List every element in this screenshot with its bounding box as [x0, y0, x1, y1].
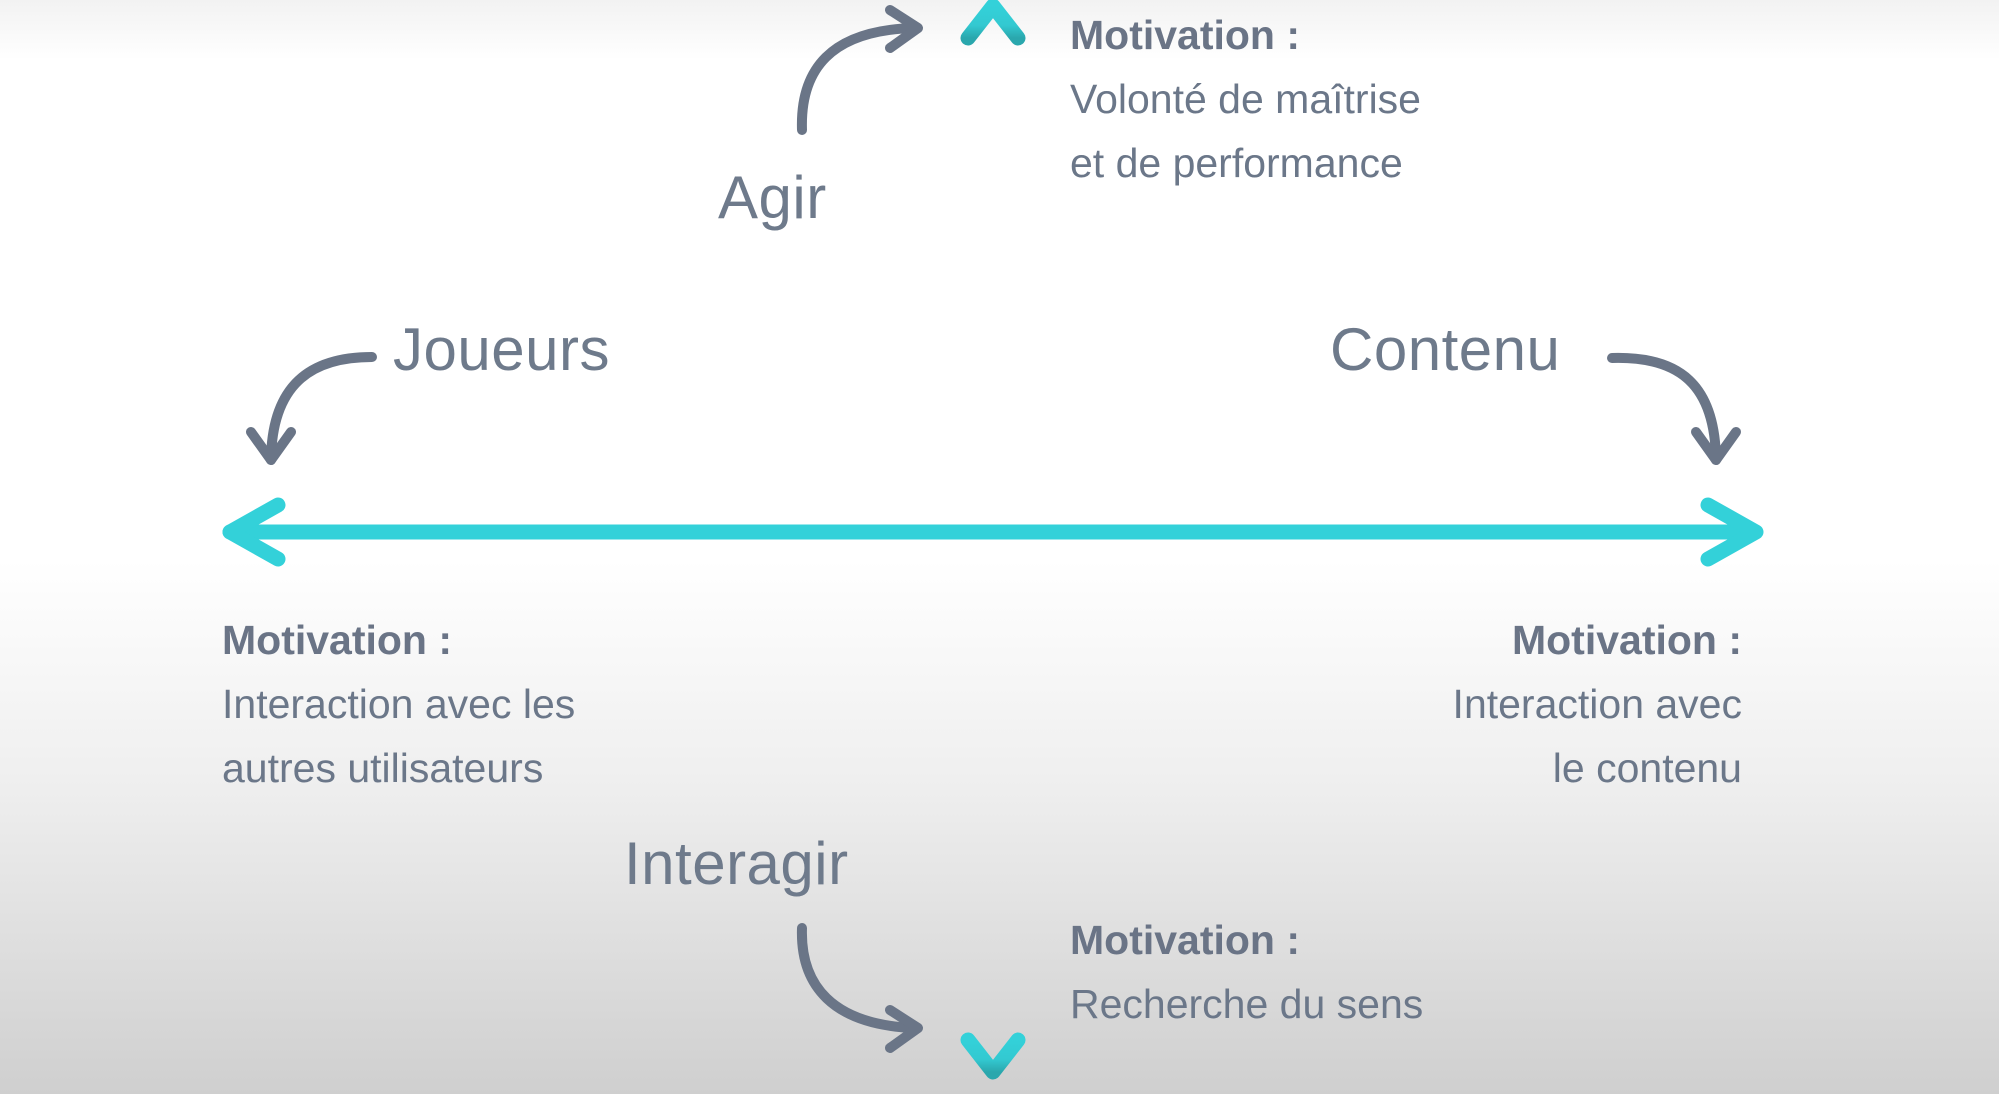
motivation-bottom-title: Motivation : — [1070, 917, 1301, 963]
motivation-bottom: Motivation : Recherche du sens — [1070, 908, 1423, 1036]
axis-label-joueurs: Joueurs — [393, 316, 610, 383]
axis-label-agir: Agir — [718, 164, 827, 231]
motivation-left: Motivation : Interaction avec les autres… — [222, 608, 575, 800]
motivation-top: Motivation : Volonté de maîtrise et de p… — [1070, 3, 1421, 195]
horizontal-axis — [222, 497, 1764, 567]
axis-label-contenu: Contenu — [1330, 316, 1561, 383]
motivation-right-line-1: Interaction avec — [1452, 681, 1742, 727]
curved-arrow-interagir — [796, 923, 923, 1053]
motivation-top-line-1: Volonté de maîtrise — [1070, 76, 1421, 122]
motivation-left-title: Motivation : — [222, 617, 453, 663]
motivation-top-title: Motivation : — [1070, 12, 1301, 58]
horizontal-axis-arrowhead-right — [1700, 497, 1764, 567]
motivation-right-title: Motivation : — [1511, 617, 1742, 663]
motivation-right: Motivation : Interaction avec le contenu — [1453, 608, 1742, 800]
curved-arrow-agir — [796, 5, 923, 135]
motivation-top-line-2: et de performance — [1070, 140, 1403, 186]
motivation-left-line-2: autres utilisateurs — [222, 745, 544, 791]
axis-label-interagir: Interagir — [624, 830, 849, 897]
curved-arrow-joueurs — [246, 352, 377, 465]
curved-arrow-contenu — [1607, 352, 1741, 465]
vertical-axis-arrowhead-top — [960, 0, 1026, 46]
motivation-bottom-line-1: Recherche du sens — [1070, 981, 1424, 1027]
vertical-axis-arrowhead-bottom — [960, 1032, 1026, 1080]
horizontal-axis-arrowhead-left — [222, 497, 286, 567]
motivation-left-line-1: Interaction avec les — [222, 681, 576, 727]
motivation-right-line-2: le contenu — [1552, 745, 1742, 791]
